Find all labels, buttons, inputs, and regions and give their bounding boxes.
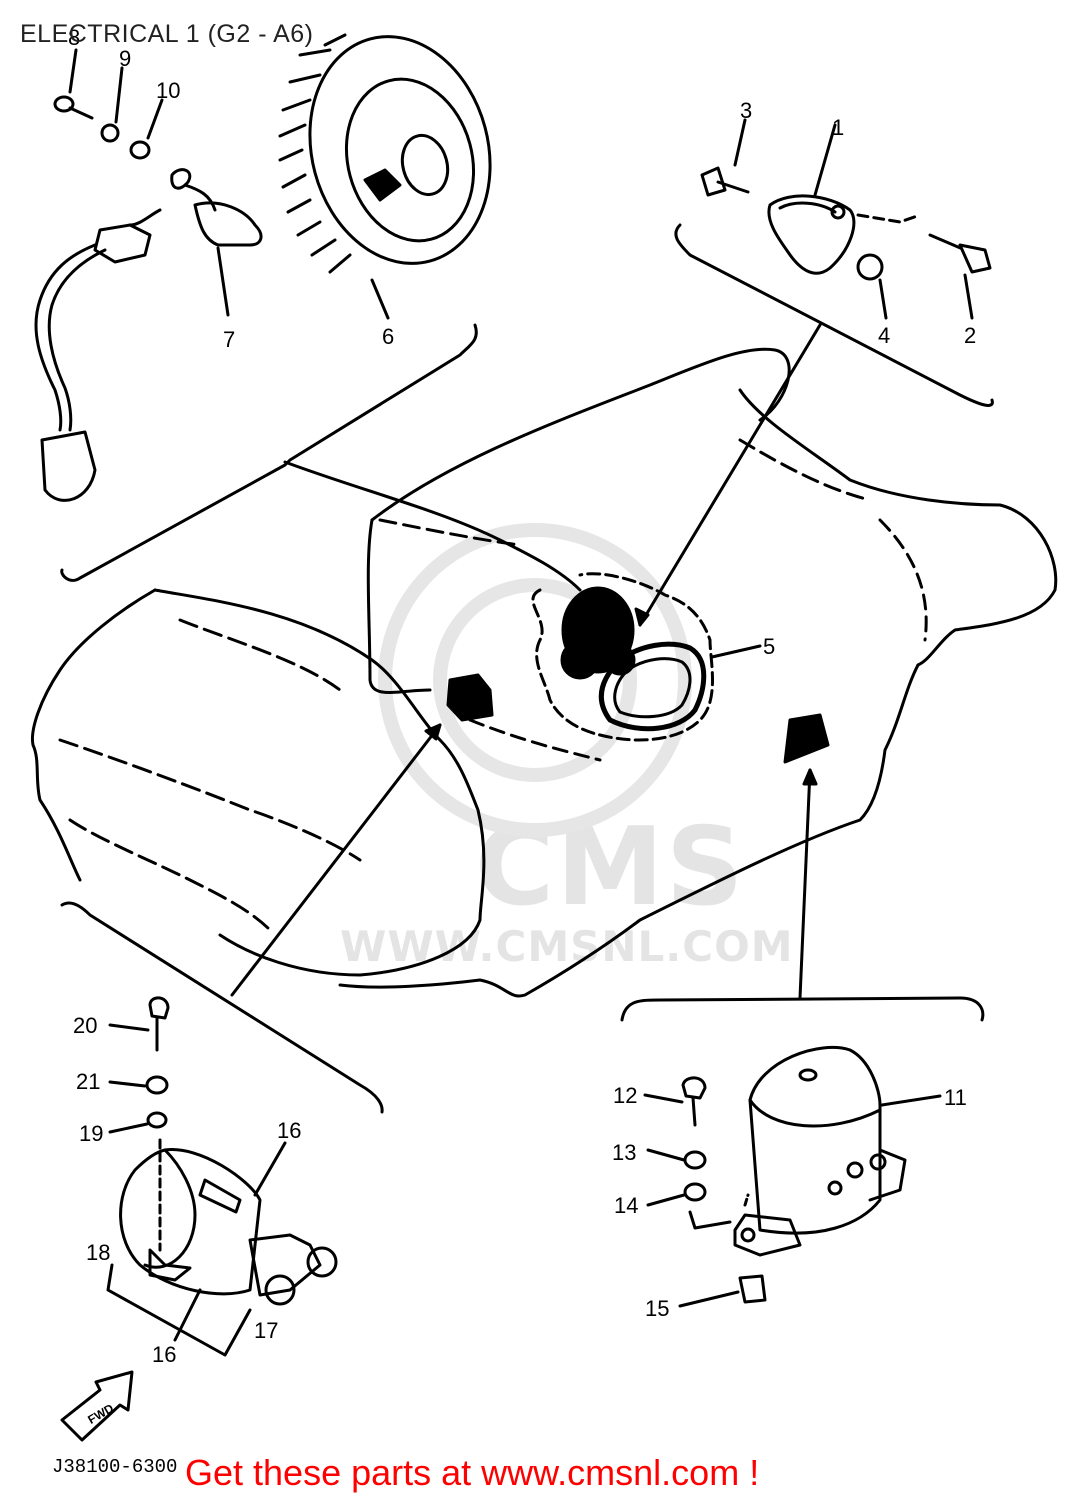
callout-10: 10 [156,78,180,103]
callout-3: 3 [740,98,752,123]
callout-19: 19 [79,1121,103,1146]
callout-12: 12 [613,1083,637,1108]
part-11-regulator [733,1045,942,1257]
callout-4: 4 [878,323,890,348]
callout-6: 6 [382,324,394,349]
callout-2: 2 [964,323,976,348]
callout-20: 20 [73,1013,97,1038]
part-4-nut [856,253,888,320]
callout-16-lower: 16 [152,1342,176,1367]
diagram-title: ELECTRICAL 1 (G2 - A6) [20,20,314,48]
footer-link-text[interactable]: Get these parts at www.cmsnl.com ! [185,1452,760,1493]
callout-14: 14 [614,1193,638,1218]
parts-8-9-10-fasteners [53,48,164,160]
fwd-arrow-icon [60,1370,134,1442]
frame-hole-grommet-area [531,572,714,742]
diagram-code: J38100-6300 [52,1456,178,1478]
part-7-pickup-coil [34,168,263,502]
watermark-emblem [378,523,692,837]
callout-7: 7 [223,327,235,352]
callout-labels: 1 2 3 4 5 6 7 8 9 10 11 12 13 14 15 16 1… [68,25,976,1427]
callout-1: 1 [832,115,844,140]
leader-lines [230,323,822,1000]
callout-16: 16 [277,1118,301,1143]
parts-19-21-fasteners [108,996,170,1134]
part-3-bolt [700,118,750,197]
parts-12-15-fasteners [643,1076,767,1308]
callout-9: 9 [119,46,131,71]
callout-8: 8 [68,25,80,50]
watermark-url: WWW.CMSNL.COM [340,922,794,971]
callout-15: 15 [645,1296,669,1321]
callout-21: 21 [76,1069,100,1094]
frame-mount-tabs [446,673,830,764]
callout-18: 18 [86,1240,110,1265]
part-2-bolt [928,233,992,320]
relay-subparts-group [106,1263,252,1357]
frame-body [30,347,1058,998]
callout-5: 5 [763,634,775,659]
part-6-rotor [278,33,492,320]
callout-11: 11 [944,1085,967,1110]
part-1-bracket [767,123,922,275]
callout-13: 13 [612,1140,636,1165]
part-16-starter-relay [119,1138,338,1306]
part-5-grommet [598,641,762,732]
detail-box-outlines [60,223,994,1114]
callout-17: 17 [254,1318,278,1343]
